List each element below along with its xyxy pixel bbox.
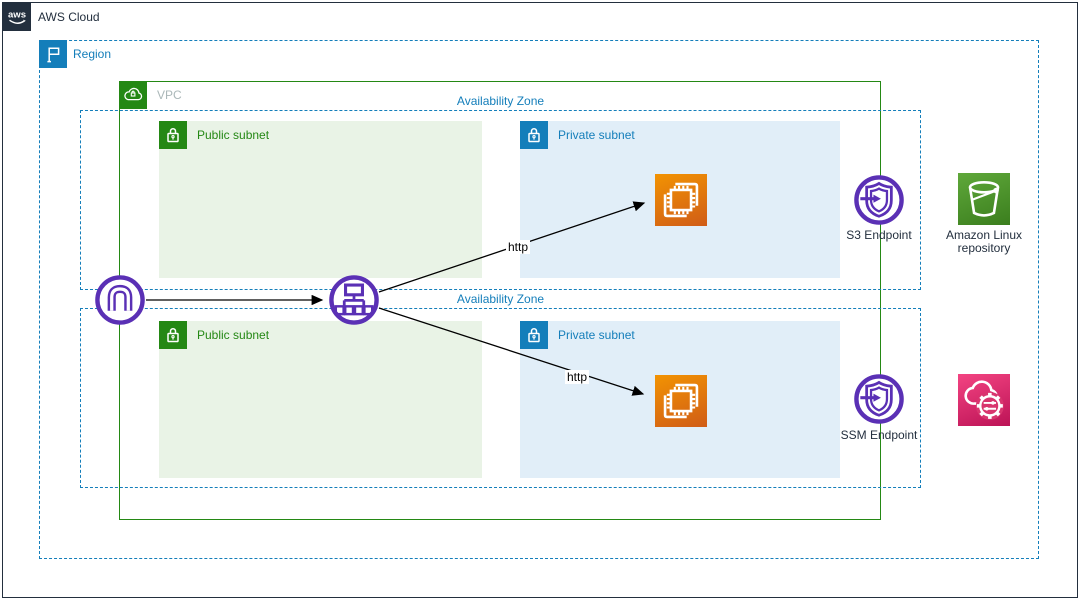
router-icon xyxy=(328,274,380,326)
public-subnet-label: Public subnet xyxy=(197,328,270,342)
availability-zone-label: Availability Zone xyxy=(456,94,545,108)
http-label: http xyxy=(505,240,531,254)
ec2-instance-icon xyxy=(655,375,707,427)
amazon-linux-repository-label: Amazon Linux repository xyxy=(945,228,1023,255)
private-subnet-lock-icon xyxy=(520,121,548,149)
systems-manager-icon xyxy=(958,374,1010,426)
ssm-endpoint-icon xyxy=(853,373,905,425)
region-flag-icon xyxy=(39,40,67,68)
availability-zone-label: Availability Zone xyxy=(456,292,545,306)
private-subnet-label: Private subnet xyxy=(558,128,635,142)
ec2-instance-icon xyxy=(655,174,707,226)
aws-cloud-icon: aws xyxy=(3,3,31,31)
aws-logo-text: aws xyxy=(8,10,26,21)
http-label: http xyxy=(564,370,590,384)
private-subnet-label: Private subnet xyxy=(558,328,635,342)
region-label: Region xyxy=(73,47,112,61)
s3-bucket-icon xyxy=(958,173,1010,225)
region-group xyxy=(39,40,1039,559)
public-subnet-lock-icon xyxy=(159,121,187,149)
s3-endpoint-icon xyxy=(853,174,905,226)
ssm-endpoint-label: SSM Endpoint xyxy=(840,428,918,442)
public-subnet-lock-icon xyxy=(159,321,187,349)
s3-endpoint-label: S3 Endpoint xyxy=(846,228,912,242)
vpc-label: VPC xyxy=(157,88,182,102)
vpc-icon xyxy=(119,81,147,109)
aws-cloud-label: AWS Cloud xyxy=(38,10,100,24)
private-subnet-lock-icon xyxy=(520,321,548,349)
public-subnet-label: Public subnet xyxy=(197,128,270,142)
internet-gateway-icon xyxy=(94,274,146,326)
